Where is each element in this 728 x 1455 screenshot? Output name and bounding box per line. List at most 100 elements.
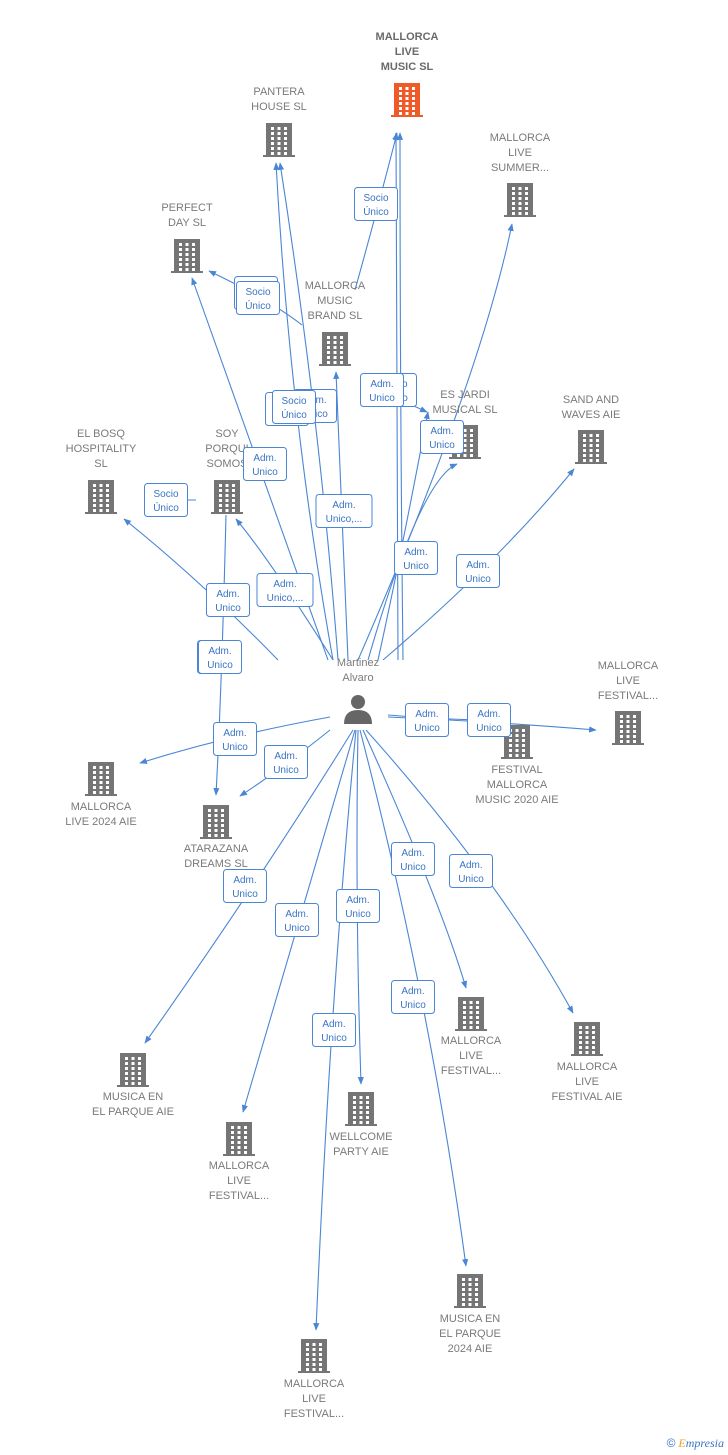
company-label: WAVES AIE [562, 409, 621, 421]
company-label: FESTIVAL... [209, 1190, 269, 1202]
company-label: BRAND SL [307, 310, 362, 322]
building-icon [200, 805, 232, 839]
company-node-es-jardi[interactable]: ES JARDI MUSICAL SL [432, 389, 498, 459]
relation-tag[interactable]: Adm.Unico [275, 903, 319, 937]
company-node-mallorca-live-summer[interactable]: MALLORCALIVESUMMER... [490, 132, 551, 217]
relation-tag[interactable]: Adm. Unico [405, 703, 449, 737]
relation-tag-text: Socio [245, 287, 270, 298]
building-icon [575, 430, 607, 464]
relation-tag[interactable]: Adm.Unico [243, 447, 287, 481]
relation-tag[interactable]: Adm.Unico [456, 554, 500, 588]
company-label: MALLORCA [487, 779, 548, 791]
company-node-mallorca-live-festival-b2[interactable]: MALLORCA LIVE FESTIVAL... [441, 997, 502, 1077]
relation-tag-text: Unico [273, 765, 299, 776]
company-label: FESTIVAL... [441, 1065, 501, 1077]
relation-edge [367, 463, 458, 661]
building-icon [501, 725, 533, 759]
person-label: Alvaro [342, 672, 373, 684]
relation-tag[interactable]: Adm.Unico,... [256, 573, 314, 607]
company-label: DAY SL [168, 217, 206, 229]
company-label: MUSIC SL [381, 61, 434, 73]
relation-tag[interactable]: Adm.Unico [360, 373, 404, 407]
building-icon [504, 183, 536, 217]
relation-tag[interactable]: Adm. Unico [391, 842, 435, 876]
person-label: Martinez [337, 657, 379, 669]
relation-tag[interactable]: Adm.Unico [312, 1013, 356, 1047]
company-label: ES JARDI [440, 389, 490, 401]
building-icon [454, 1274, 486, 1308]
relation-tag[interactable]: Adm.Unico [467, 703, 511, 737]
relation-tag[interactable]: Adm.Unico [206, 583, 250, 617]
relation-tag[interactable]: Adm.Unico [223, 869, 267, 903]
relation-tag-text: Único [363, 205, 389, 218]
company-label: MALLORCA [376, 31, 439, 43]
relation-tag[interactable]: Adm.Unico [420, 420, 464, 454]
relation-tag[interactable]: Adm.Unico [264, 745, 308, 779]
company-node-mallorca-live-festival-b3[interactable]: MALLORCALIVEFESTIVAL... [284, 1339, 345, 1420]
company-label: MUSICA EN [440, 1313, 501, 1325]
relation-tag-text: Adm. [401, 848, 424, 859]
relation-tag-text: Unico [284, 923, 310, 934]
building-icon [211, 480, 243, 514]
person-icon [344, 695, 372, 724]
relation-tag-text: Unico [400, 862, 426, 873]
relation-tag[interactable]: Adm. Unico [336, 889, 380, 923]
company-label: MUSICAL SL [432, 404, 497, 416]
company-label: DREAMS SL [184, 858, 248, 870]
relation-tag-text: Adm. [223, 728, 246, 739]
company-label: MALLORCA [441, 1035, 502, 1047]
relation-tag-text: Adm. [370, 379, 393, 390]
relation-tag-text: Unico [414, 723, 440, 734]
relation-tag[interactable]: Adm.Unico [198, 640, 242, 674]
relation-tag[interactable]: Adm.Unico [213, 722, 257, 756]
relation-tag-text: Adm. [430, 426, 453, 437]
relation-tag-text: Adm. [466, 560, 489, 571]
building-icon [85, 762, 117, 796]
relation-tag-text: Adm. [273, 579, 296, 590]
relation-tag-text: Unico,... [326, 514, 363, 525]
company-label: FESTIVAL AIE [552, 1091, 623, 1103]
relation-tag-text: Unico [345, 909, 371, 920]
relation-tag-text: Adm. [233, 875, 256, 886]
company-label: EL PARQUE [439, 1328, 501, 1340]
company-label: LIVE [302, 1393, 326, 1405]
company-label: LIVE [575, 1076, 599, 1088]
relation-tag[interactable]: Adm.Unico [449, 854, 493, 888]
relation-tag-text: Adm. [415, 709, 438, 720]
building-icon [319, 332, 351, 366]
relation-tag[interactable]: Adm.Unico [394, 541, 438, 575]
company-label: PARTY AIE [333, 1146, 389, 1158]
relation-tag-text: Adm. [322, 1019, 345, 1030]
company-label: LIVE [459, 1050, 483, 1062]
company-label: PANTERA [253, 86, 305, 98]
company-label: MALLORCA [71, 801, 132, 813]
company-label: SUMMER... [491, 162, 549, 174]
relation-tag-text: Adm. [346, 895, 369, 906]
company-node-mallorca-live-festival-r[interactable]: MALLORCALIVEFESTIVAL... [598, 660, 659, 745]
relation-tag[interactable]: Adm.Unico [391, 980, 435, 1014]
relation-tag-text: Adm. [404, 547, 427, 558]
company-node-mallorca-live-festival-b1[interactable]: MALLORCALIVEFESTIVAL... [209, 1122, 270, 1202]
company-label: MALLORCA [598, 660, 659, 672]
relation-tag[interactable]: Adm.Unico,... [315, 494, 373, 528]
company-label: MALLORCA [284, 1378, 345, 1390]
